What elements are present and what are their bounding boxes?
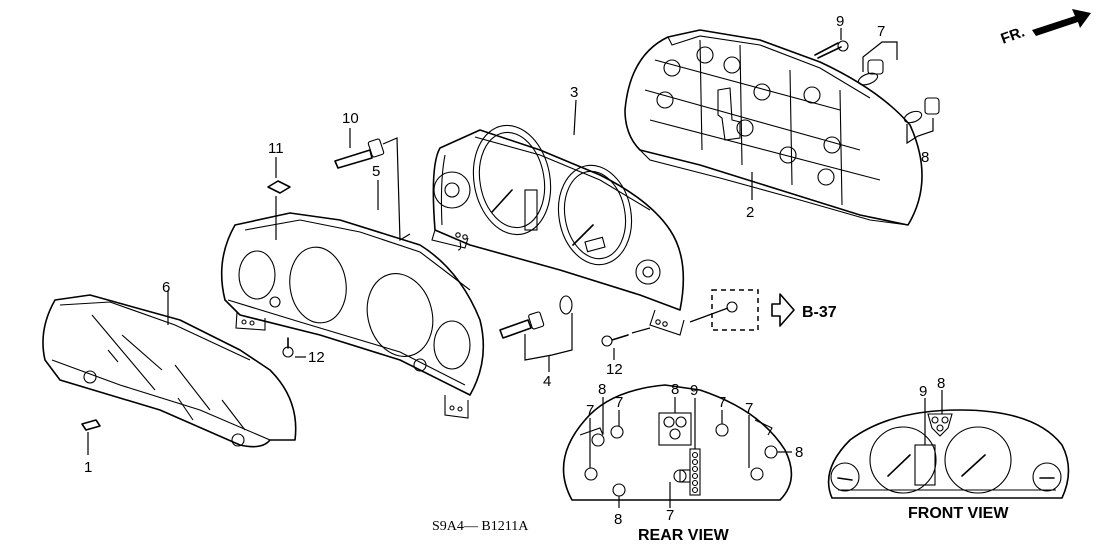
rear-view-diagram: 8 7 7 8 9 7 7 8 8 7 REAR VIEW [562,381,803,544]
front-callout: 9 [919,383,927,400]
part-9-bulb-socket: 9 [814,13,849,59]
part-4-bulb-socket: 4 [499,295,573,390]
rear-callout: 7 [718,394,726,411]
part-5-bezel: 5 [220,163,485,419]
callout-4: 4 [543,373,551,390]
part-7-bulb: 7 [857,23,898,86]
part-12-screw-right: 12 [601,327,651,378]
rear-callout: 8 [614,511,622,528]
rear-callout: 8 [598,381,606,398]
front-view-diagram: 9 8 FRONT VIEW [827,375,1070,522]
rear-callout: 9 [690,382,698,399]
fr-arrow-icon [1032,9,1091,36]
callout-1: 1 [84,459,92,476]
diagram-code: S9A4— B1211A [432,519,529,534]
rear-view-label: REAR VIEW [638,527,730,544]
rear-callout: 7 [586,402,594,419]
callout-12a: 12 [308,349,325,366]
callout-6: 6 [162,279,170,296]
callout-5: 5 [372,163,380,180]
part-1-clip: 1 [81,419,101,476]
front-view-label: FRONT VIEW [908,505,1009,522]
callout-12b: 12 [606,361,623,378]
part-2-rear-case: 2 [624,29,923,226]
reference-b37: B-37 [689,289,837,331]
callout-10: 10 [342,110,359,127]
rear-callout: 7 [666,507,674,524]
part-8-bulb: 8 [903,97,940,166]
callout-2: 2 [746,204,754,221]
rear-callout: 7 [745,400,753,417]
front-callout: 8 [937,375,945,392]
callout-7: 7 [877,23,885,40]
front-direction-indicator: FR. [999,9,1091,48]
part-12-screw-left: 12 [282,337,325,366]
callout-9: 9 [836,13,844,30]
fr-label: FR. [999,24,1028,48]
part-6-lens: 6 [42,279,297,448]
callout-11: 11 [268,140,284,157]
rear-callout: 8 [671,381,679,398]
reference-label: B-37 [802,304,837,321]
reference-arrow-icon [771,293,795,327]
rear-callout: 8 [795,444,803,461]
part-10-bulb-socket: 10 [334,110,411,242]
part-11-clip: 11 [267,140,291,240]
part-3-meter-assembly: 3 [431,84,685,336]
callout-3: 3 [570,84,578,101]
callout-8: 8 [921,149,929,166]
rear-callout: 7 [615,394,623,411]
